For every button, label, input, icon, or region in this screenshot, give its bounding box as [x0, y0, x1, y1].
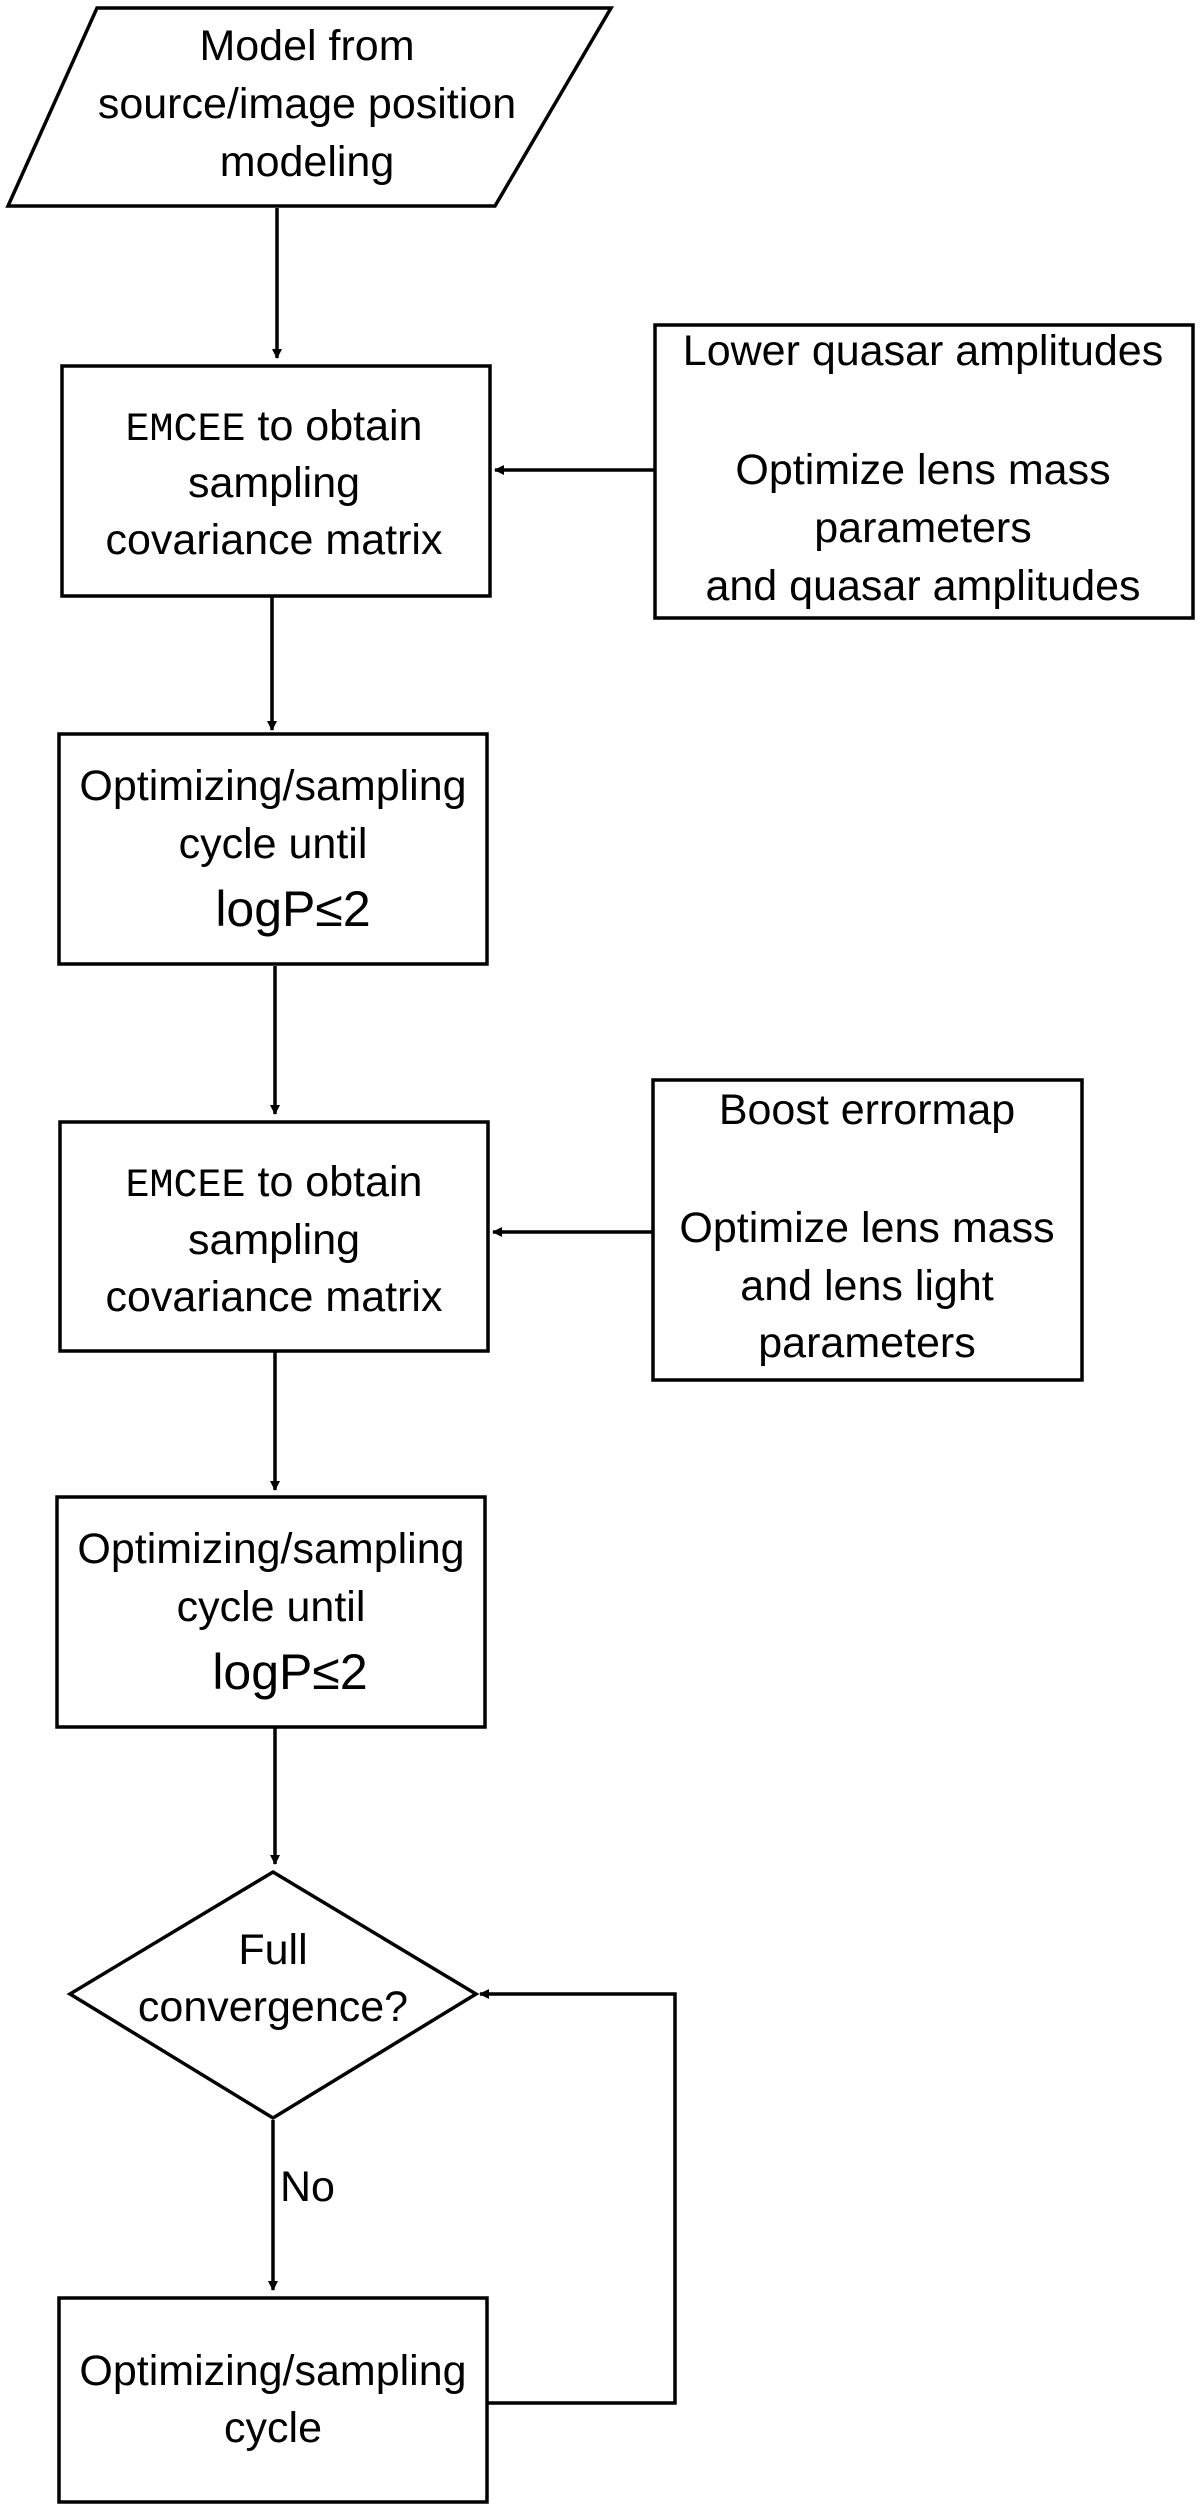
emcee-2-line-1: EMCEE to obtain: [126, 1158, 423, 1209]
emcee-2-code: EMCEE: [126, 1164, 246, 1209]
side-box-2: [651, 1078, 1084, 1382]
input-line-2: source/image position: [98, 80, 516, 128]
optim-2-line-2: cycle until: [177, 1583, 366, 1631]
emcee-2-rest: to obtain: [246, 1158, 423, 1206]
decision-node: Full convergence?: [66, 1869, 480, 2121]
input-line-1: Model from: [199, 22, 414, 70]
cycle-line-2: cycle: [224, 2404, 322, 2452]
arrow-cycle-loop-back: [479, 1989, 677, 2405]
optim-1-line-1: Optimizing/sampling: [79, 762, 466, 810]
side-2-line-1: Optimize lens mass: [679, 1204, 1054, 1252]
emcee-node-1: EMCEE to obtain sampling covariance matr…: [60, 364, 492, 598]
emcee-1-line-1: EMCEE to obtain: [126, 402, 423, 453]
emcee-2-line-2: sampling: [188, 1216, 360, 1264]
emcee-2-line-3: covariance matrix: [106, 1273, 443, 1321]
emcee-1-line-3: covariance matrix: [106, 516, 443, 564]
decision-diamond: [66, 1869, 480, 2121]
emcee-1-rest: to obtain: [246, 402, 423, 450]
optim-1-line-2: cycle until: [179, 820, 368, 868]
side-2-title: Boost errormap: [719, 1086, 1015, 1134]
cycle-line-1: Optimizing/sampling: [79, 2347, 466, 2395]
optim-node-2: Optimizing/sampling cycle until logP≤2: [55, 1495, 487, 1729]
side-node-1: Lower quasar amplitudes Optimize lens ma…: [653, 323, 1195, 620]
emcee-node-2: EMCEE to obtain sampling covariance matr…: [58, 1120, 490, 1353]
side-1-line-1: Optimize lens mass: [735, 446, 1110, 494]
edge-label-no: No: [280, 2163, 335, 2211]
optim-node-1: Optimizing/sampling cycle until logP≤2: [57, 732, 489, 966]
optim-box-2: [55, 1495, 487, 1729]
side-1-line-2: parameters: [814, 504, 1031, 552]
optim-2-line-1: Optimizing/sampling: [77, 1525, 464, 1573]
emcee-1-line-2: sampling: [188, 459, 360, 507]
side-2-line-3: parameters: [758, 1319, 975, 1367]
input-parallelogram: [5, 6, 615, 208]
emcee-box-2: [58, 1120, 490, 1353]
side-1-title: Lower quasar amplitudes: [683, 327, 1163, 375]
optim-2-formula: logP≤2: [212, 1644, 367, 1700]
cycle-box: [57, 2296, 489, 2504]
side-box-1: [653, 323, 1195, 620]
emcee-box-1: [60, 364, 492, 598]
decision-line-1: Full: [238, 1926, 307, 1974]
input-node: Model from source/image position modelin…: [5, 6, 615, 208]
input-line-3: modeling: [220, 138, 395, 186]
side-1-line-3: and quasar amplitudes: [705, 562, 1140, 610]
cycle-node: Optimizing/sampling cycle: [57, 2296, 489, 2504]
optim-box-1: [57, 732, 489, 966]
side-node-2: Boost errormap Optimize lens mass and le…: [651, 1078, 1084, 1382]
side-2-line-2: and lens light: [740, 1262, 993, 1310]
decision-line-2: convergence?: [138, 1983, 408, 2031]
emcee-1-code: EMCEE: [126, 408, 246, 453]
optim-1-formula: logP≤2: [215, 881, 370, 937]
